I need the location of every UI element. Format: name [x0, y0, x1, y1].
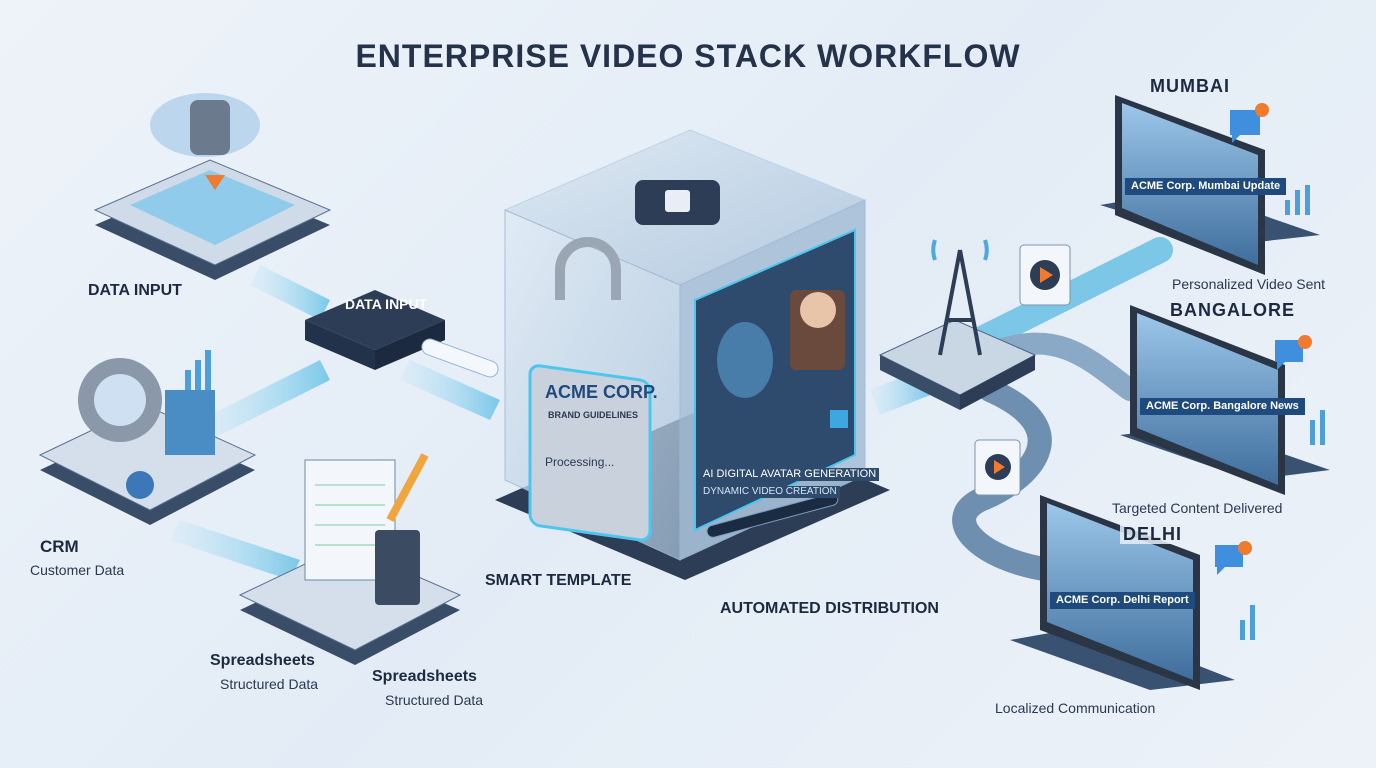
bangalore-status: Targeted Content Delivered — [1112, 500, 1283, 516]
processing-status: Processing... — [545, 455, 615, 469]
page-title: ENTERPRISE VIDEO STACK WORKFLOW — [355, 38, 1021, 74]
crm-label: CRM — [40, 537, 79, 556]
data-input-platform — [93, 93, 332, 280]
brand-name: ACME CORP. — [545, 382, 658, 402]
delhi-caption: ACME Corp. Delhi Report — [1050, 592, 1195, 609]
smart-template-cube — [495, 129, 890, 580]
automated-distribution-label: AUTOMATED DISTRIBUTION — [720, 600, 939, 617]
growth-chart-icon — [1285, 185, 1310, 215]
bar-chart-icon — [185, 350, 211, 390]
download-arrow-icon — [205, 175, 225, 190]
chat-notification-icon — [1275, 340, 1303, 370]
spreadsheets-label-2: Spreadsheets — [372, 668, 477, 685]
spreadsheets-label: Spreadsheets — [210, 652, 315, 669]
crm-platform — [38, 350, 257, 525]
city-delhi: DELHI — [1120, 524, 1185, 544]
data-input-box — [305, 290, 499, 378]
avatar-line-1: AI DIGITAL AVATAR GENERATION — [700, 468, 880, 481]
spreadsheets-sub-2: Structured Data — [385, 692, 484, 708]
growth-chart-icon — [1240, 605, 1255, 640]
user-icon — [94, 374, 146, 426]
avatar-line-2: DYNAMIC VIDEO CREATION — [700, 486, 840, 498]
city-bangalore: BANGALORE — [1170, 300, 1295, 320]
bangalore-caption: ACME Corp. Bangalore News — [1140, 398, 1305, 415]
calculator-icon — [375, 530, 420, 605]
growth-chart-icon — [1310, 410, 1325, 445]
pencil-icon — [386, 453, 429, 522]
mumbai-status: Personalized Video Sent — [1172, 276, 1326, 292]
brand-sub: BRAND GUIDELINES — [548, 410, 639, 420]
data-input-box-label: DATA INPUT — [345, 296, 428, 312]
chip-icon — [830, 410, 848, 428]
smart-template-label: SMART TEMPLATE — [485, 572, 632, 589]
city-mumbai: MUMBAI — [1150, 76, 1230, 96]
antenna-icon — [938, 249, 982, 356]
delhi-status: Localized Communication — [995, 700, 1156, 716]
antenna-hub — [878, 239, 1071, 496]
data-input-label: DATA INPUT — [88, 282, 182, 299]
chat-notification-icon — [1230, 110, 1260, 143]
chat-notification-icon — [1215, 545, 1243, 575]
spreadsheets-sub: Structured Data — [220, 676, 319, 692]
ai-face-icon — [717, 322, 773, 398]
mumbai-caption: ACME Corp. Mumbai Update — [1125, 178, 1287, 195]
spreadsheet-platform — [238, 453, 462, 665]
crm-sub: Customer Data — [30, 562, 125, 578]
pie-chart-icon — [126, 471, 154, 499]
